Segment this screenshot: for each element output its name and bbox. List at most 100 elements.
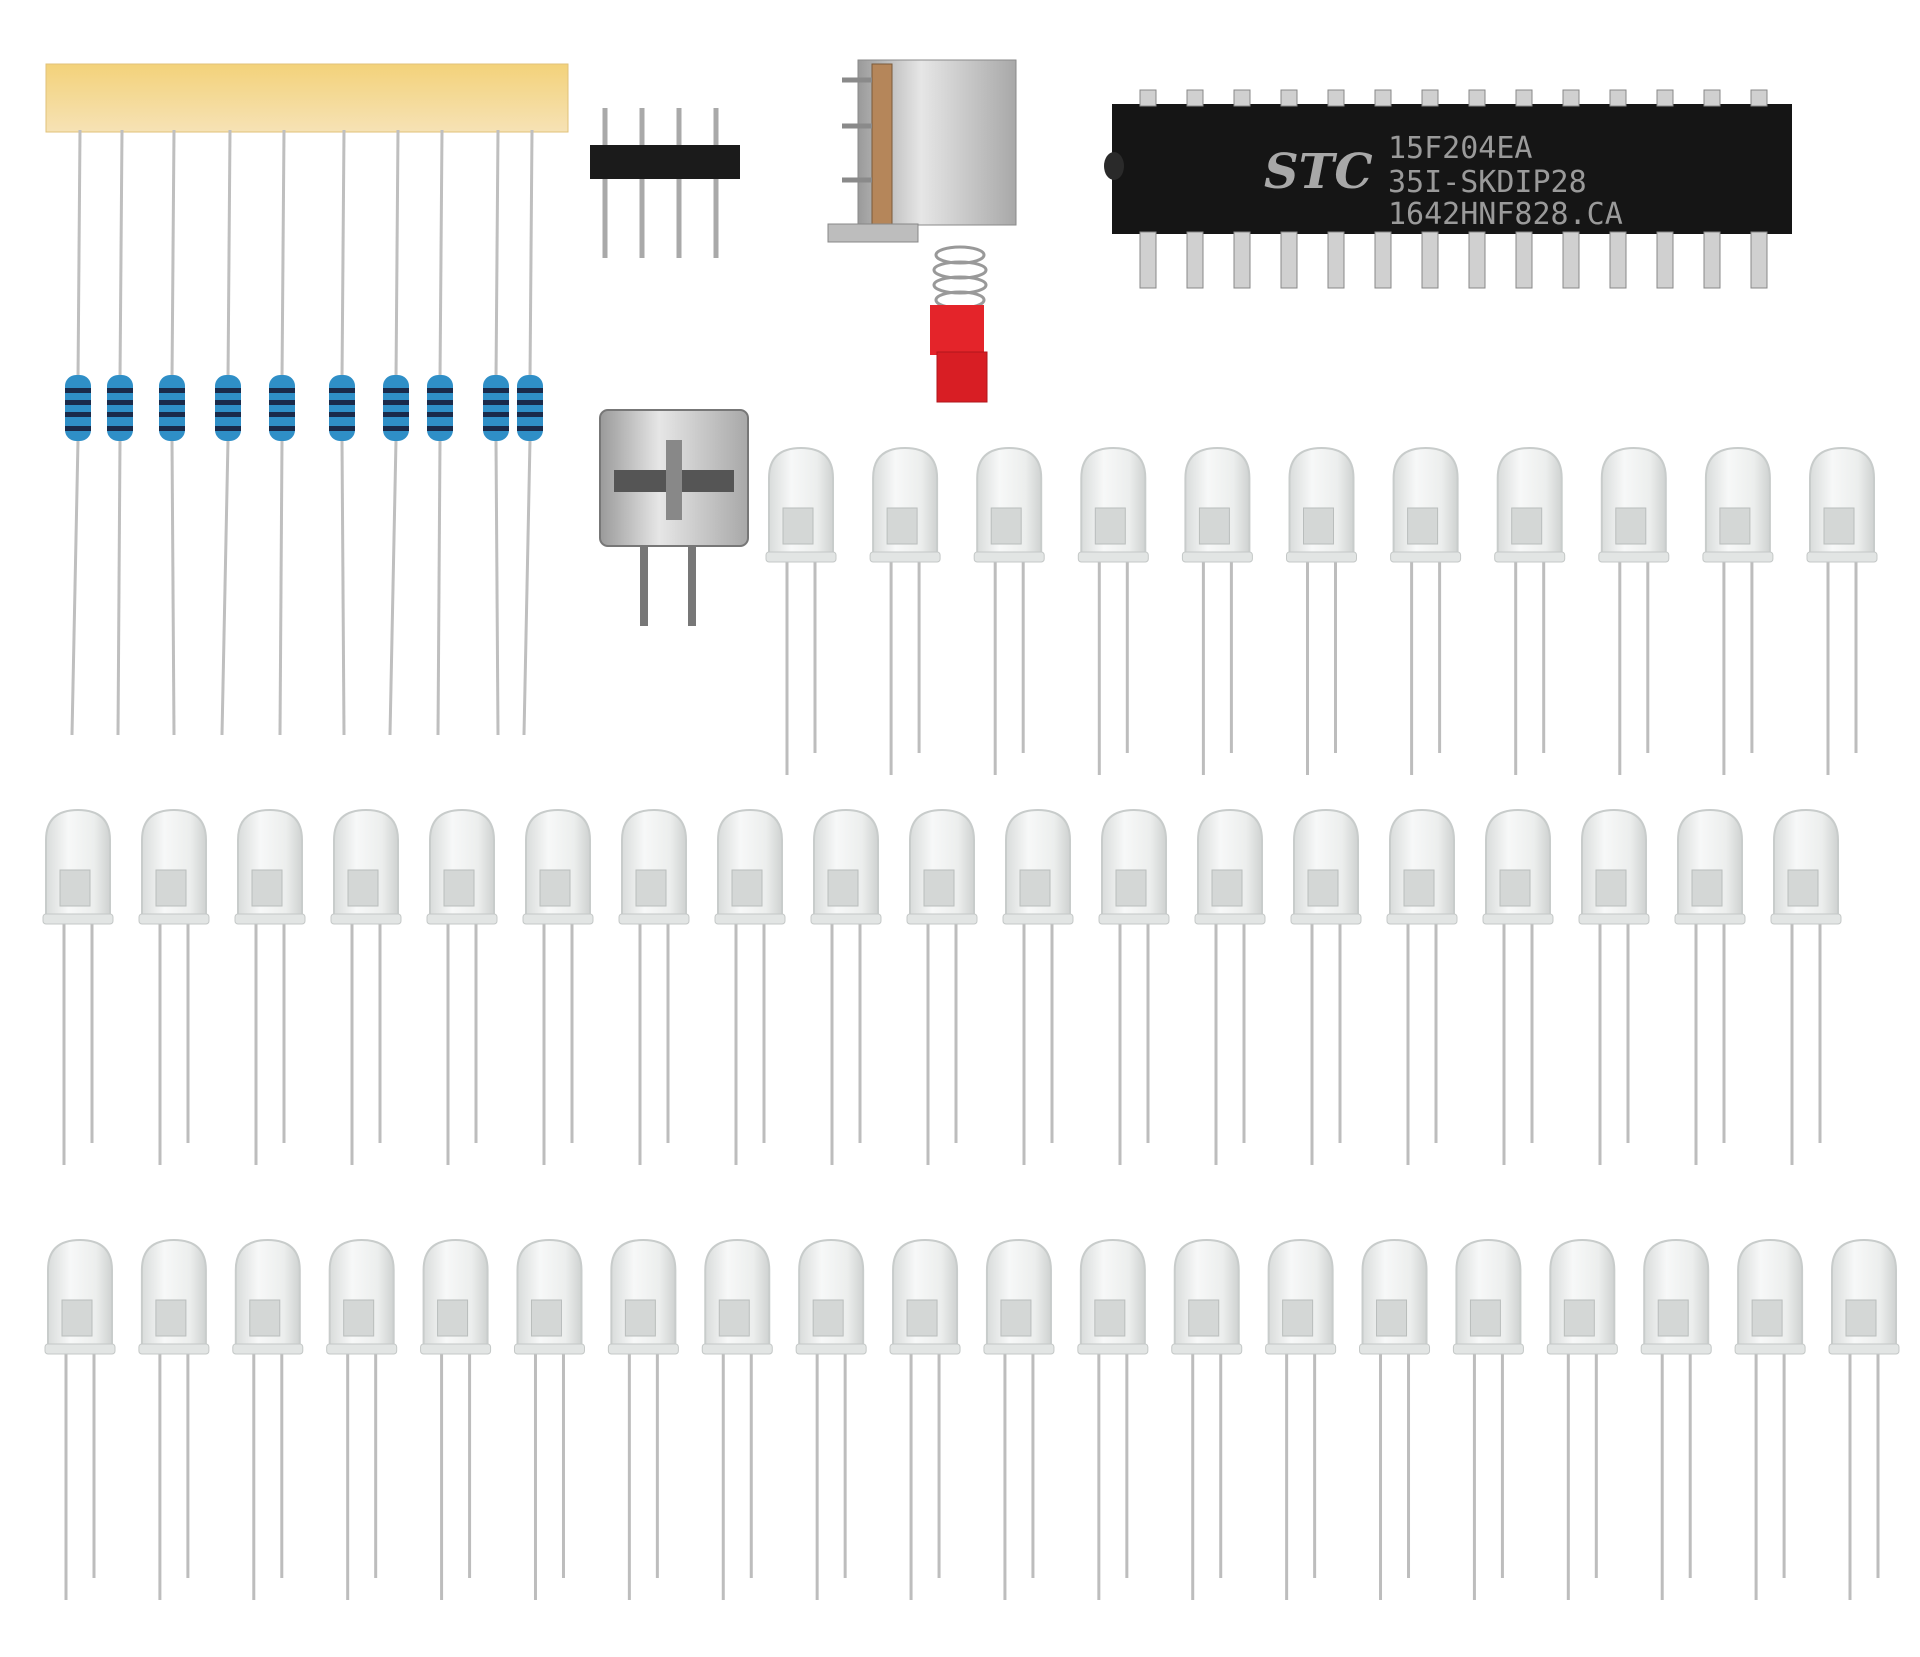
led [138, 1238, 210, 1600]
usb-connector [599, 409, 749, 626]
push-switch [827, 59, 1017, 403]
led [522, 808, 594, 1165]
chip-pin [1280, 231, 1298, 289]
resistor-strip [45, 63, 569, 736]
pin-header [590, 108, 740, 258]
chip-pin [1515, 231, 1533, 289]
led [701, 1238, 773, 1600]
chip-pin [1656, 89, 1674, 107]
led [607, 1238, 679, 1600]
chip-pin [1233, 231, 1251, 289]
chip-pin [1468, 89, 1486, 107]
chip-pin [1703, 89, 1721, 107]
led [869, 446, 941, 775]
led [420, 1238, 492, 1600]
chip-pin [1609, 231, 1627, 289]
led [906, 808, 978, 1165]
led [234, 808, 306, 1165]
chip-line-3: 1642HNF828.CA [1388, 197, 1623, 232]
led [1578, 808, 1650, 1165]
switch-cap [930, 305, 984, 355]
led [1265, 1238, 1337, 1600]
led [618, 808, 690, 1165]
led [1674, 808, 1746, 1165]
chip-pin [1327, 231, 1345, 289]
chip-pin [1186, 231, 1204, 289]
led [1286, 446, 1357, 775]
led [1640, 1238, 1712, 1600]
led [810, 808, 882, 1165]
chip-pin [1562, 231, 1580, 289]
resistor [65, 129, 91, 736]
chip-pin [1750, 231, 1768, 289]
led [983, 1238, 1055, 1600]
led [1386, 808, 1458, 1165]
led [1702, 446, 1774, 775]
led [1002, 808, 1074, 1165]
led [1452, 1238, 1524, 1600]
led [1359, 1238, 1431, 1600]
led [138, 808, 210, 1165]
led [1734, 1238, 1806, 1600]
led [1390, 446, 1462, 775]
header-housing [590, 145, 740, 179]
resistor [483, 129, 509, 736]
led [1077, 446, 1149, 775]
led [44, 1238, 116, 1600]
led [973, 446, 1045, 775]
led [513, 1238, 585, 1600]
resistor [107, 129, 133, 736]
resistor [383, 129, 409, 736]
led [232, 1238, 304, 1600]
chip-pin [1139, 89, 1157, 107]
led [42, 808, 114, 1165]
led [426, 808, 498, 1165]
led [1181, 446, 1253, 775]
led [326, 1238, 398, 1600]
resistor [215, 129, 241, 736]
led [1828, 1238, 1900, 1600]
led [889, 1238, 961, 1600]
led-array [42, 446, 1900, 1600]
chip-pin [1374, 89, 1392, 107]
chip-pin [1656, 231, 1674, 289]
led [1770, 808, 1842, 1165]
resistor [427, 129, 453, 736]
led [1290, 808, 1362, 1165]
led [1194, 808, 1266, 1165]
led [1806, 446, 1878, 775]
led [1494, 446, 1566, 775]
chip-pin [1139, 231, 1157, 289]
chip-line-2: 35I-SKDIP28 [1388, 165, 1587, 200]
chip-pin [1374, 231, 1392, 289]
resistor [517, 129, 543, 736]
chip-pin [1703, 231, 1721, 289]
led [1077, 1238, 1149, 1600]
chip-pin [1468, 231, 1486, 289]
resistor [269, 129, 295, 736]
chip-pin [1233, 89, 1251, 107]
chip-pin [1280, 89, 1298, 107]
led [1482, 808, 1554, 1165]
chip-pin [1515, 89, 1533, 107]
led [1171, 1238, 1243, 1600]
led [1546, 1238, 1618, 1600]
led [1598, 446, 1670, 775]
chip-pin [1421, 231, 1439, 289]
spring [932, 245, 988, 310]
chip-pin [1750, 89, 1768, 107]
paper-tape [45, 63, 569, 133]
chip-pin [1186, 89, 1204, 107]
chip-logo: STC [1264, 144, 1373, 200]
led [714, 808, 786, 1165]
dip-chip: STC 15F204EA 35I-SKDIP28 1642HNF828.CA [1104, 89, 1792, 289]
chip-pin [1421, 89, 1439, 107]
led [330, 808, 402, 1165]
led [795, 1238, 867, 1600]
chip-pin [1609, 89, 1627, 107]
resistor [159, 129, 185, 736]
chip-pin [1562, 89, 1580, 107]
chip-pin [1327, 89, 1345, 107]
led [1098, 808, 1170, 1165]
